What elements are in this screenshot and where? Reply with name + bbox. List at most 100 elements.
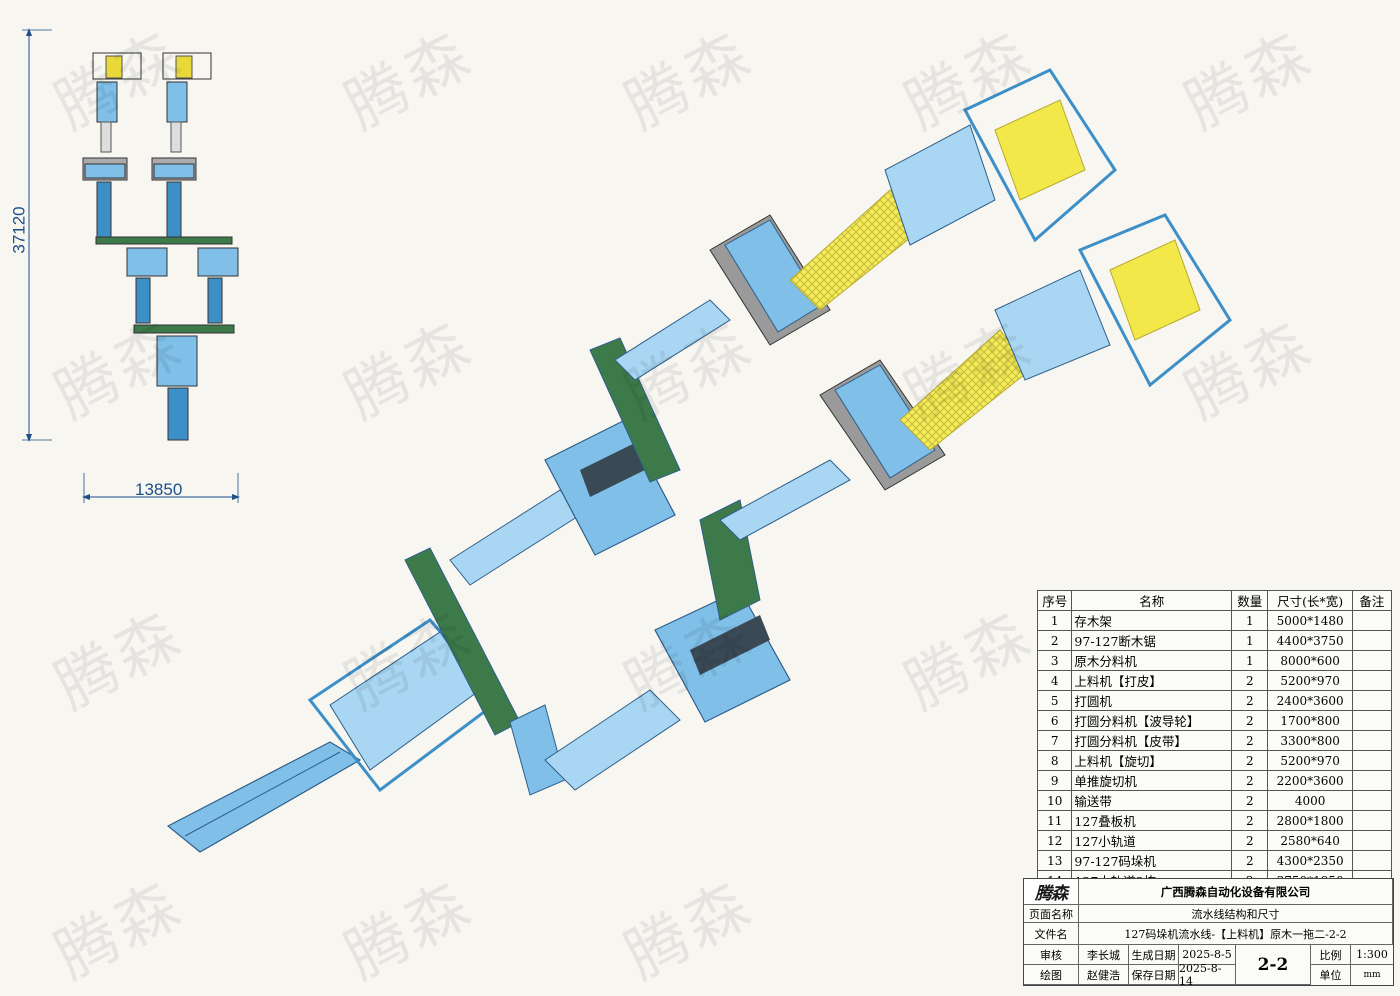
file-name-label: 文件名 — [1024, 923, 1079, 945]
saved-date: 2025-8-14 — [1179, 962, 1236, 988]
row-index: 8 — [1036, 750, 1073, 771]
quantity: 2 — [1231, 730, 1269, 751]
file-name: 127码垛机流水线-【上料机】原木一拖二-2-2 — [1079, 923, 1393, 945]
size: 5000*1480 — [1267, 610, 1353, 631]
saved-date-label: 保存日期 — [1129, 965, 1179, 985]
item-name: 上料机【打皮】 — [1071, 670, 1233, 691]
company-logo: 腾森 — [1024, 879, 1079, 905]
created-date: 2025-8-5 — [1179, 945, 1236, 965]
size: 4400*3750 — [1267, 630, 1353, 651]
quantity: 2 — [1231, 710, 1269, 731]
item-name: 原木分料机 — [1071, 650, 1233, 671]
width-dimension-label: 13850 — [135, 480, 183, 499]
size: 5200*970 — [1267, 670, 1353, 691]
remark — [1351, 850, 1393, 871]
item-name: 打圆分料机【皮带】 — [1071, 730, 1233, 751]
row-index: 2 — [1036, 630, 1073, 651]
quantity: 2 — [1231, 810, 1269, 831]
column-header: 数量 — [1231, 590, 1269, 611]
item-name: 单推旋切机 — [1071, 770, 1233, 791]
remark — [1351, 790, 1393, 811]
company-name: 广西腾森自动化设备有限公司 — [1079, 879, 1393, 905]
row-index: 1 — [1036, 610, 1073, 631]
quantity: 2 — [1231, 770, 1269, 791]
remark — [1351, 650, 1393, 671]
size: 8000*600 — [1267, 650, 1353, 671]
item-name: 打圆分料机【波导轮】 — [1071, 710, 1233, 731]
row-index: 10 — [1036, 790, 1073, 811]
page-name-label: 页面名称 — [1024, 905, 1079, 923]
row-index: 13 — [1036, 850, 1073, 871]
row-index: 4 — [1036, 670, 1073, 691]
title-block: 腾森 广西腾森自动化设备有限公司 页面名称 流水线结构和尺寸 文件名 127码垛… — [1023, 878, 1394, 988]
remark — [1351, 690, 1393, 711]
size: 5200*970 — [1267, 750, 1353, 771]
table-header-row: 序号 名称 数量 尺寸(长*宽) 备注 — [1036, 590, 1393, 611]
remark — [1351, 710, 1393, 731]
item-name: 上料机【旋切】 — [1071, 750, 1233, 771]
remark — [1351, 830, 1393, 851]
size: 1700*800 — [1267, 710, 1353, 731]
review-label: 审核 — [1024, 945, 1079, 965]
quantity: 2 — [1231, 750, 1269, 771]
row-index: 11 — [1036, 810, 1073, 831]
page-name: 流水线结构和尺寸 — [1079, 905, 1393, 923]
remark — [1351, 810, 1393, 831]
size: 2200*3600 — [1267, 770, 1353, 791]
remark — [1351, 770, 1393, 791]
remark — [1351, 670, 1393, 691]
plan-view — [22, 28, 240, 503]
quantity: 2 — [1231, 830, 1269, 851]
height-dimension-label: 37120 — [9, 206, 29, 254]
item-name: 127小轨道 — [1071, 830, 1233, 851]
size: 2400*3600 — [1267, 690, 1353, 711]
quantity: 2 — [1231, 790, 1269, 811]
quantity: 2 — [1231, 850, 1269, 871]
row-index: 6 — [1036, 710, 1073, 731]
column-header: 尺寸(长*宽) — [1267, 590, 1353, 611]
row-index: 7 — [1036, 730, 1073, 751]
size: 4000 — [1267, 790, 1353, 811]
remark — [1351, 610, 1393, 631]
item-name: 97-127码垛机 — [1071, 850, 1233, 871]
scale-value: 1:300 — [1351, 945, 1393, 965]
drafter-name: 赵健浩 — [1079, 965, 1129, 985]
column-header: 备注 — [1351, 590, 1393, 611]
size: 4300*2350 — [1267, 850, 1353, 871]
item-name: 97-127断木锯 — [1071, 630, 1233, 651]
row-index: 12 — [1036, 830, 1073, 851]
row-index: 5 — [1036, 690, 1073, 711]
column-header: 序号 — [1036, 590, 1073, 611]
reviewer-name: 李长城 — [1079, 945, 1129, 965]
item-name: 127叠板机 — [1071, 810, 1233, 831]
quantity: 2 — [1231, 670, 1269, 691]
item-name: 存木架 — [1071, 610, 1233, 631]
remark — [1351, 750, 1393, 771]
unit-value: mm — [1363, 970, 1381, 980]
quantity: 1 — [1231, 650, 1269, 671]
quantity: 1 — [1231, 610, 1269, 631]
sheet-number: 2-2 — [1236, 945, 1311, 985]
isometric-view — [166, 68, 1232, 853]
draw-label: 绘图 — [1024, 965, 1079, 985]
size: 3300*800 — [1267, 730, 1353, 751]
remark — [1351, 630, 1393, 651]
item-name: 打圆机 — [1071, 690, 1233, 711]
created-date-label: 生成日期 — [1129, 945, 1179, 965]
size: 2800*1800 — [1267, 810, 1353, 831]
quantity: 2 — [1231, 690, 1269, 711]
row-index: 9 — [1036, 770, 1073, 791]
